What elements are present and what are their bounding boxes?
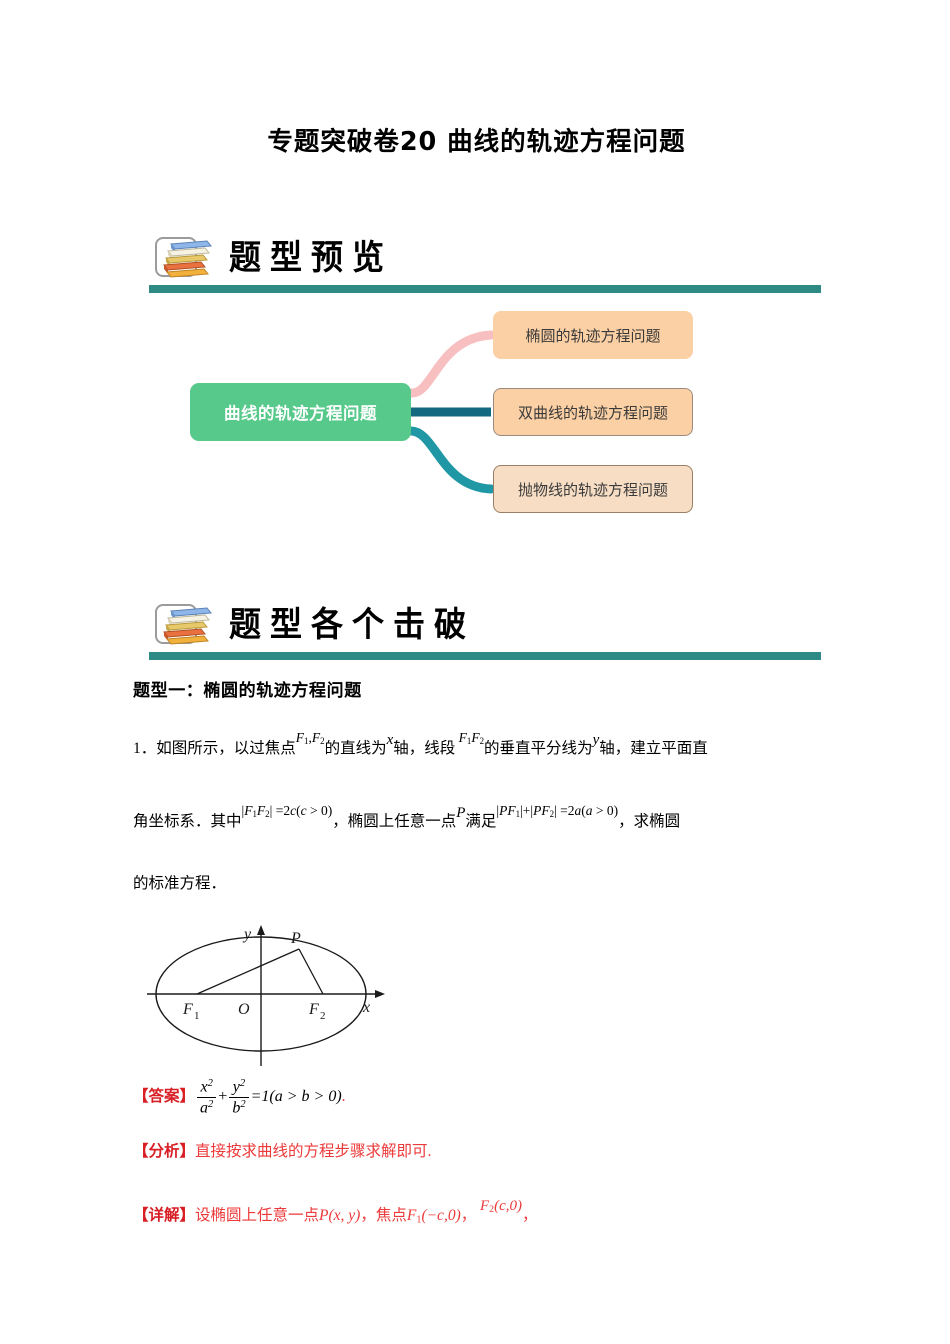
problem-text-e: 轴，建立平面直 [599, 740, 708, 757]
formula-pf-sum: |PF1|+|PF2| =2a(a > 0) [496, 803, 619, 819]
solution-text-b: ，焦点 [360, 1207, 407, 1225]
svg-text:1: 1 [194, 1010, 200, 1022]
page-title: 专题突破卷20 曲线的轨迹方程问题 [267, 127, 686, 157]
mindmap-branch-label: 椭圆的轨迹方程问题 [525, 326, 661, 345]
mindmap-branch-parabola[interactable]: 抛物线的轨迹方程问题 [493, 465, 693, 513]
solution-point-p: P [319, 1207, 329, 1225]
svg-text:F: F [308, 1001, 319, 1018]
problem-text-i: ，求椭圆 [618, 813, 681, 830]
book-stack-icon [155, 235, 217, 281]
problem-text-g: ，椭圆上任意一点 [332, 813, 457, 830]
axis-label-y: y [592, 732, 600, 748]
problem-line-1: 1．如图所示，以过焦点F1,F2的直线为x轴，线段 F1F2的垂直平分线为y轴，… [133, 707, 820, 780]
book-stack-icon [155, 602, 217, 648]
mindmap-branch-hyperbola[interactable]: 双曲线的轨迹方程问题 [493, 388, 693, 436]
problem-text-d: 的垂直平分线为 [484, 740, 593, 757]
solution-point-p-coords: (x, y) [328, 1207, 361, 1225]
section-divider [149, 285, 821, 293]
section-header-preview: 题型预览 [133, 233, 821, 297]
svg-text:O: O [238, 1001, 250, 1018]
answer-tag: 【答案】 [133, 1086, 196, 1105]
analysis-text: 直接按求曲线的方程步骤求解即可. [195, 1143, 432, 1161]
formula-f1f2-inline: F1,F2 [295, 730, 325, 746]
section-title: 题型各个击破 [229, 604, 476, 645]
problem-text-b: 的直线为 [324, 740, 387, 757]
formula-f1f2-length: |F1F2| =2c(c > 0) [241, 803, 333, 819]
solution-line: 【详解】设椭圆上任意一点P(x, y)，焦点F1(−c,0)， F2(c,0)， [133, 1179, 820, 1247]
solution-tag: 【详解】 [133, 1205, 196, 1225]
mindmap-branch-label: 抛物线的轨迹方程问题 [517, 480, 668, 499]
section-header-breakdown: 题型各个击破 [133, 600, 821, 664]
mindmap-center-node[interactable]: 曲线的轨迹方程问题 [190, 383, 411, 441]
problem-text-f: 角坐标系．其中 [133, 813, 242, 830]
svg-text:y: y [242, 926, 252, 943]
point-label-p: P [456, 805, 466, 821]
question-type-heading: 题型一：椭圆的轨迹方程问题 [133, 681, 362, 701]
svg-text:F: F [182, 1001, 193, 1018]
mindmap-branch-label: 双曲线的轨迹方程问题 [517, 403, 668, 422]
analysis-tag: 【分析】 [133, 1141, 196, 1161]
solution-focus1: F1(−c,0) [406, 1207, 461, 1226]
mindmap-diagram: 曲线的轨迹方程问题 椭圆的轨迹方程问题 双曲线的轨迹方程问题 抛物线的轨迹方程问… [133, 303, 820, 553]
solution-text-a: 设椭圆上任意一点 [195, 1207, 320, 1225]
problem-text-c: 轴，线段 [393, 740, 456, 757]
solution-text-d: ， [522, 1207, 538, 1225]
mindmap-center-label: 曲线的轨迹方程问题 [224, 404, 377, 423]
section-divider [149, 652, 821, 660]
formula-segment-f1f2: F1F2 [458, 730, 485, 746]
ellipse-foci-diagram: P F 1 O F 2 x y [141, 919, 391, 1069]
problem-line-2: 角坐标系．其中|F1F2| =2c(c > 0)，椭圆上任意一点P满足|PF1|… [133, 780, 820, 853]
solution-text-c: ， [460, 1207, 477, 1225]
svg-text:P: P [290, 930, 301, 947]
mindmap-connectors [406, 330, 496, 494]
axis-label-x: x [386, 732, 394, 748]
solution-focus2: F2(c,0) [480, 1198, 523, 1216]
analysis-line: 【分析】直接按求曲线的方程步骤求解即可. [133, 1124, 820, 1179]
answer-period: . [341, 1088, 346, 1105]
svg-text:2: 2 [320, 1010, 326, 1022]
problem-text-a: 如图所示，以过焦点 [156, 740, 296, 757]
problem-number: 1． [133, 740, 157, 757]
mindmap-branch-ellipse[interactable]: 椭圆的轨迹方程问题 [493, 311, 693, 359]
svg-text:x: x [362, 999, 370, 1016]
problem-line-3: 的标准方程． [133, 875, 227, 892]
problem-text-h: 满足 [465, 813, 497, 830]
section-title: 题型预览 [229, 237, 394, 278]
